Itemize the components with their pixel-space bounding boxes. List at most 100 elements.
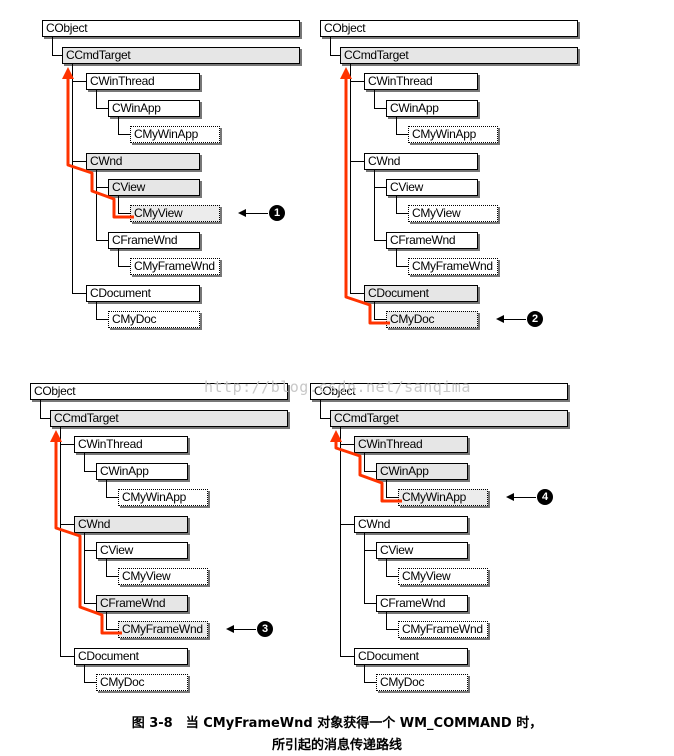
connector-cview xyxy=(374,187,386,188)
connector-cframewnd xyxy=(96,240,108,241)
connector-cmyview xyxy=(106,559,107,576)
connector-cmywinapp xyxy=(106,497,118,498)
connector-cmyframewnd xyxy=(386,612,387,629)
connector-cview xyxy=(364,550,376,551)
step-number-badge: 1 xyxy=(269,205,285,221)
connector-cmyframewnd xyxy=(386,629,398,630)
arrow-head-icon xyxy=(238,209,246,217)
class-box-cwnd: CWnd xyxy=(354,516,468,533)
connector-cmydoc xyxy=(84,665,85,682)
connector-cmyframewnd xyxy=(396,249,397,266)
connector-cframewnd xyxy=(374,170,375,240)
connector-cframewnd xyxy=(364,533,365,603)
connector-ccmdtarget xyxy=(40,418,50,419)
connector-cwinapp xyxy=(364,453,365,471)
connector-ccmdtarget xyxy=(52,55,62,56)
step-number-badge: 3 xyxy=(257,621,273,637)
class-box-cobject: CObject xyxy=(42,20,300,37)
connector-cwinapp xyxy=(374,90,375,108)
connector-cmyview xyxy=(386,576,398,577)
connector-cwnd xyxy=(60,524,74,525)
class-box-cmyview: CMyView xyxy=(398,568,488,585)
class-box-cobject: CObject xyxy=(310,383,568,400)
class-box-cwnd: CWnd xyxy=(86,153,200,170)
connector-cmydoc xyxy=(374,302,375,319)
connector-cframewnd xyxy=(84,603,96,604)
connector-cmywinapp xyxy=(386,497,398,498)
connector-cdocument xyxy=(72,293,86,294)
connector-cwnd xyxy=(350,161,364,162)
step-marker-1: 1 xyxy=(238,205,285,221)
class-box-cmydoc: CMyDoc xyxy=(96,674,188,691)
connector-cwnd xyxy=(72,161,86,162)
connector-cwinthread xyxy=(72,81,86,82)
class-box-cwinapp: CWinApp xyxy=(96,463,188,480)
class-box-cmydoc: CMyDoc xyxy=(108,311,200,328)
connector-ccmdtarget xyxy=(320,400,321,418)
class-box-cwinthread: CWinThread xyxy=(354,436,468,453)
arrow-head-icon xyxy=(496,315,504,323)
connector-cdocument xyxy=(350,64,351,293)
connector-cmydoc xyxy=(364,682,376,683)
connector-cwinapp xyxy=(96,90,97,108)
connector-cmywinapp xyxy=(396,134,408,135)
connector-cmywinapp xyxy=(118,117,119,134)
class-box-cmydoc: CMyDoc xyxy=(386,311,478,328)
class-box-cwinthread: CWinThread xyxy=(74,436,188,453)
class-box-cframewnd: CFrameWnd xyxy=(376,595,468,612)
class-box-cwinthread: CWinThread xyxy=(364,73,478,90)
figure-caption-line1: 图 3-8 当 CMyFrameWnd 对象获得一个 WM_COMMAND 时， xyxy=(131,716,543,731)
connector-cview xyxy=(84,550,96,551)
class-box-cobject: CObject xyxy=(30,383,288,400)
step-marker-3: 3 xyxy=(226,621,273,637)
step-marker-2: 2 xyxy=(496,311,543,327)
connector-cmydoc xyxy=(364,665,365,682)
arrow-head-icon xyxy=(506,493,514,501)
class-box-cwinapp: CWinApp xyxy=(376,463,468,480)
connector-cmydoc xyxy=(84,682,96,683)
connector-cwinapp xyxy=(96,108,108,109)
class-box-cobject: CObject xyxy=(320,20,578,37)
class-box-cmyview: CMyView xyxy=(130,205,220,222)
arrow-shaft xyxy=(514,496,536,498)
connector-cdocument xyxy=(340,656,354,657)
connector-ccmdtarget xyxy=(52,37,53,55)
connector-cwinthread xyxy=(340,444,354,445)
class-box-cview: CView xyxy=(108,179,200,196)
connector-cwinapp xyxy=(374,108,386,109)
class-box-cmywinapp: CMyWinApp xyxy=(398,489,488,506)
class-box-cview: CView xyxy=(96,542,188,559)
connector-cmywinapp xyxy=(106,480,107,497)
connector-cdocument xyxy=(72,64,73,293)
class-box-cdocument: CDocument xyxy=(86,285,200,302)
class-box-cwnd: CWnd xyxy=(74,516,188,533)
connector-cframewnd xyxy=(364,603,376,604)
class-box-cmyview: CMyView xyxy=(408,205,498,222)
connector-ccmdtarget xyxy=(330,37,331,55)
class-box-cview: CView xyxy=(386,179,478,196)
class-box-ccmdtarget: CCmdTarget xyxy=(50,410,288,427)
connector-cmydoc xyxy=(96,302,97,319)
class-box-cwnd: CWnd xyxy=(364,153,478,170)
watermark: http://blog.csdn.net/sanqima xyxy=(204,378,471,396)
connector-cdocument xyxy=(60,427,61,656)
connector-cmyview xyxy=(106,576,118,577)
class-box-ccmdtarget: CCmdTarget xyxy=(340,47,578,64)
connector-cmywinapp xyxy=(386,480,387,497)
connector-cmyframewnd xyxy=(118,249,119,266)
connector-cmyview xyxy=(396,196,397,213)
connector-cwinthread xyxy=(350,81,364,82)
connector-cmywinapp xyxy=(118,134,130,135)
step-number-badge: 4 xyxy=(537,489,553,505)
class-box-cview: CView xyxy=(376,542,468,559)
connector-cwnd xyxy=(340,524,354,525)
connector-cmyframewnd xyxy=(106,612,107,629)
connector-cwinapp xyxy=(84,471,96,472)
step-number-badge: 2 xyxy=(527,311,543,327)
class-box-cmyframewnd: CMyFrameWnd xyxy=(118,621,208,638)
class-box-cframewnd: CFrameWnd xyxy=(108,232,200,249)
class-box-cmywinapp: CMyWinApp xyxy=(118,489,208,506)
class-box-ccmdtarget: CCmdTarget xyxy=(330,410,568,427)
class-box-cwinapp: CWinApp xyxy=(108,100,200,117)
class-box-cmyview: CMyView xyxy=(118,568,208,585)
